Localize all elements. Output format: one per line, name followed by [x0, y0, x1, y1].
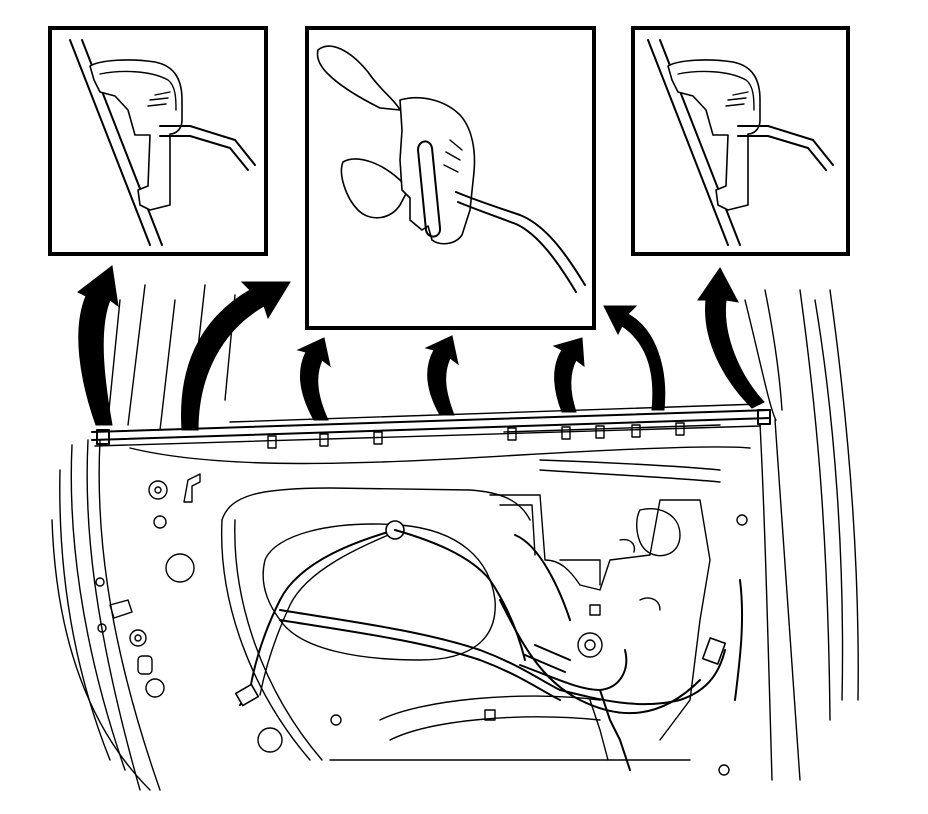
detail-view-center	[305, 26, 596, 330]
arrow-icon	[424, 335, 459, 416]
detail-view-left	[48, 26, 268, 256]
arrow-icon	[697, 267, 765, 409]
retainer-clip-enlarged-view-icon	[316, 45, 586, 293]
door-inner-panel	[51, 284, 859, 791]
arrow-icon	[77, 265, 119, 426]
arrow-icon	[296, 337, 331, 421]
detail-view-right	[631, 26, 850, 256]
retainer-clip-side-view-icon	[647, 39, 834, 246]
retainer-clip-side-view-icon	[69, 39, 256, 246]
arrow-icon	[603, 305, 666, 411]
arrow-icon	[181, 281, 291, 431]
weatherstrip-notches	[267, 422, 721, 449]
arrow-icon	[552, 337, 585, 413]
callout-arrows	[77, 265, 765, 431]
